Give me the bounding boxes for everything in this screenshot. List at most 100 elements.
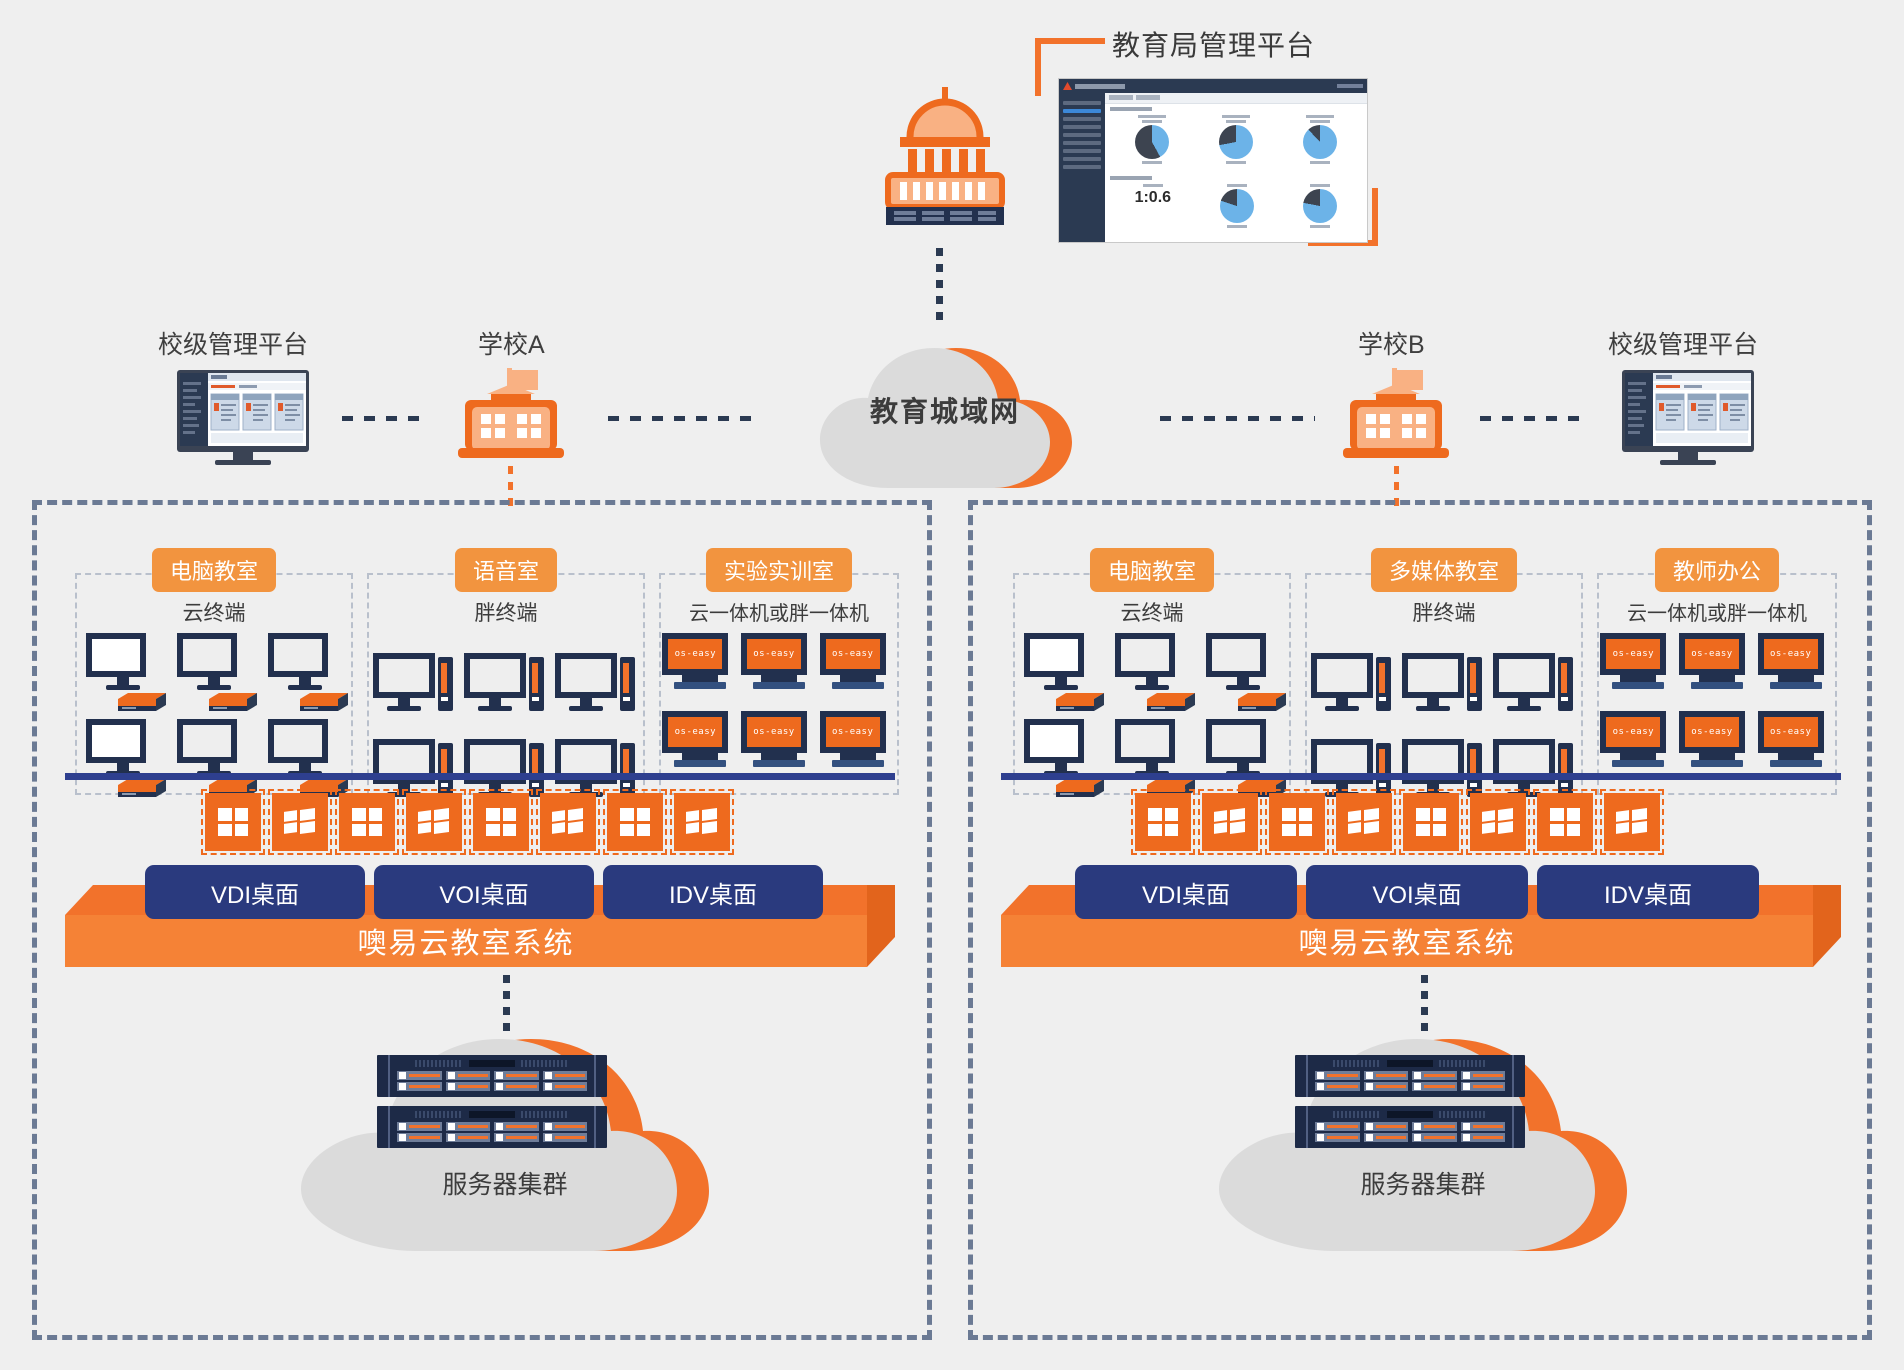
tower-led	[1378, 783, 1386, 787]
all-in-one-device[interactable]: os-easy	[662, 711, 738, 775]
dashboard-sidebar[interactable]	[1059, 93, 1105, 242]
sidebar-item-active[interactable]	[1063, 109, 1101, 113]
brand-label: os-easy	[753, 727, 795, 737]
fat-terminal-device[interactable]	[372, 719, 457, 797]
tower-strip	[1378, 749, 1385, 779]
cloud-terminal-device[interactable]	[1206, 719, 1287, 797]
fat-terminal-device[interactable]	[555, 719, 639, 797]
aio-foot	[1690, 760, 1743, 767]
dashboard-topbar	[1059, 79, 1367, 93]
aio-stand	[839, 675, 876, 682]
aio-stand	[760, 753, 797, 760]
school-a-platform-monitor[interactable]	[175, 370, 311, 466]
fat-terminal-device[interactable]	[1493, 633, 1577, 711]
thin-client-box	[1052, 691, 1104, 711]
sidebar-item[interactable]	[1063, 141, 1101, 145]
aio-foot	[1769, 682, 1822, 689]
all-in-one-device[interactable]: os-easy	[819, 711, 896, 775]
monitor-screen	[372, 653, 435, 698]
fat-terminal-device[interactable]	[1401, 633, 1486, 711]
tower-led	[531, 697, 539, 701]
all-in-one-device[interactable]: os-easy	[819, 633, 896, 697]
cloud-terminal-device[interactable]	[1114, 633, 1195, 711]
windows-7-logo-icon	[536, 789, 600, 855]
vdi-desktop-button[interactable]: VDI桌面	[145, 865, 365, 919]
cloud-terminal-device[interactable]	[268, 633, 349, 711]
sidebar-item[interactable]	[1063, 133, 1101, 137]
all-in-one-device[interactable]: os-easy	[1678, 711, 1755, 775]
ratio-value: 1:0.6	[1134, 189, 1172, 206]
all-in-one-device[interactable]: os-easy	[1600, 711, 1676, 775]
school-a-building-icon	[455, 368, 567, 462]
pie-caption	[1138, 115, 1166, 118]
dashboard-user-placeholder	[1337, 84, 1363, 88]
aio-screen: os-easy	[1600, 711, 1667, 753]
aio-stand	[1620, 675, 1657, 682]
idv-desktop-button[interactable]: IDV桌面	[603, 865, 823, 919]
pie-chart-row-upper	[1110, 115, 1362, 164]
tower-strip	[531, 663, 538, 693]
all-in-one-device[interactable]: os-easy	[1757, 711, 1834, 775]
fat-terminal-device[interactable]	[463, 633, 548, 711]
bureau-dashboard-screenshot[interactable]: 1:0.6	[1058, 78, 1368, 243]
school-b-platform-monitor[interactable]	[1620, 370, 1756, 466]
aio-foot	[1690, 682, 1743, 689]
room-a-1-tag: 电脑教室	[151, 548, 277, 592]
cloud-terminal-device[interactable]	[268, 719, 349, 797]
monitor-neck	[397, 698, 410, 706]
tab-item[interactable]	[1109, 95, 1133, 100]
fat-terminal-device[interactable]	[1310, 633, 1395, 711]
sidebar-item[interactable]	[1063, 125, 1101, 129]
sidebar-item[interactable]	[1063, 165, 1101, 169]
cloud-terminal-device[interactable]	[85, 633, 166, 711]
monitor	[1401, 653, 1464, 711]
aio-screen: os-easy	[740, 633, 807, 675]
fat-terminal-device[interactable]	[1401, 719, 1486, 797]
dashboard-logo-icon	[1063, 82, 1072, 90]
dashboard-main: 1:0.6	[1105, 93, 1367, 242]
fat-terminal-device[interactable]	[555, 633, 639, 711]
monitor-neck	[488, 784, 501, 792]
sidebar-item[interactable]	[1063, 117, 1101, 121]
voi-desktop-button[interactable]: VOI桌面	[374, 865, 594, 919]
aio-screen: os-easy	[1678, 711, 1745, 753]
fat-terminal-device[interactable]	[372, 633, 457, 711]
idv-desktop-button[interactable]: IDV桌面	[1537, 865, 1759, 919]
all-in-one-device[interactable]: os-easy	[1757, 633, 1834, 697]
connector-school-a-down	[508, 466, 513, 506]
sidebar-item[interactable]	[1063, 157, 1101, 161]
vdi-desktop-button[interactable]: VDI桌面	[1075, 865, 1297, 919]
connector-b-system-to-servers	[1421, 975, 1428, 1031]
fat-terminal-device[interactable]	[463, 719, 548, 797]
tab-item[interactable]	[1136, 95, 1160, 100]
pie-chart-cell	[1135, 115, 1169, 164]
fat-terminal-device[interactable]	[1493, 719, 1577, 797]
cloud-terminal-device[interactable]	[1114, 719, 1195, 797]
sidebar-item[interactable]	[1063, 149, 1101, 153]
dashboard-tabs[interactable]	[1105, 93, 1367, 104]
all-in-one-device[interactable]: os-easy	[662, 633, 738, 697]
cloud-terminal-device[interactable]	[85, 719, 166, 797]
all-in-one-device[interactable]: os-easy	[740, 711, 817, 775]
pie-footer	[1310, 225, 1331, 228]
brand-label: os-easy	[831, 727, 874, 737]
cloud-terminal-device[interactable]	[1023, 719, 1104, 797]
fat-terminal-device[interactable]	[1310, 719, 1395, 797]
sidebar-item[interactable]	[1063, 101, 1101, 105]
cloud-terminal-device[interactable]	[1206, 633, 1287, 711]
thin-client-box	[296, 691, 349, 711]
school-b-label: 学校B	[1358, 331, 1425, 359]
voi-desktop-button[interactable]: VOI桌面	[1306, 865, 1528, 919]
all-in-one-device[interactable]: os-easy	[1678, 633, 1755, 697]
monitor-screen	[1023, 633, 1084, 677]
tower-led	[1378, 697, 1386, 701]
bracket-top-horizontal	[1035, 38, 1105, 44]
monitor-neck	[207, 763, 220, 771]
cloud-terminal-device[interactable]	[176, 633, 257, 711]
room-b-2-subtitle: 胖终端	[1412, 602, 1476, 625]
all-in-one-device[interactable]: os-easy	[1600, 633, 1676, 697]
all-in-one-device[interactable]: os-easy	[740, 633, 817, 697]
cloud-terminal-device[interactable]	[176, 719, 257, 797]
windows-7-logo-icon	[670, 789, 734, 855]
cloud-terminal-device[interactable]	[1023, 633, 1104, 711]
